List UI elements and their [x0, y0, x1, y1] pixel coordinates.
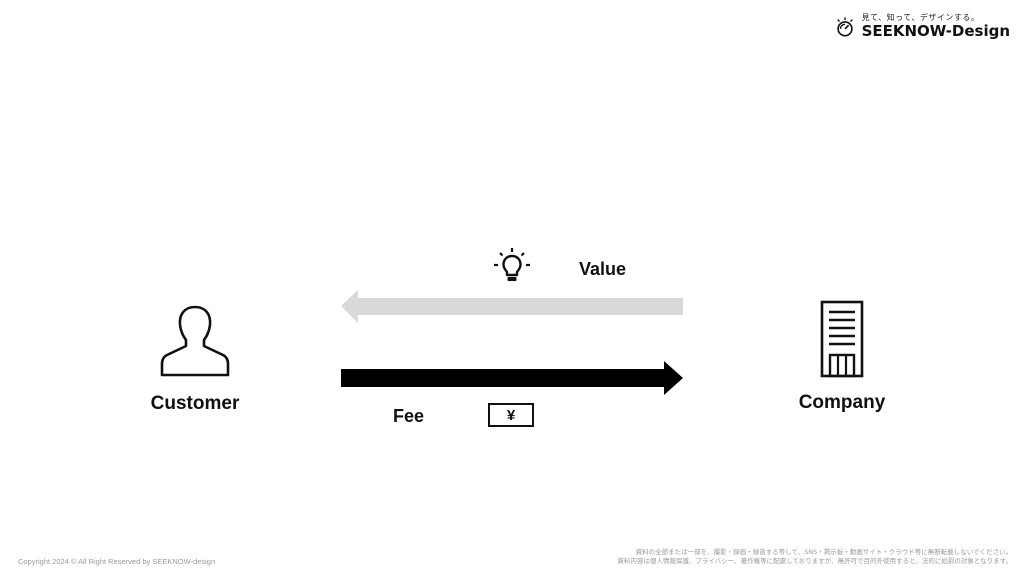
banknote-icon: ¥ — [488, 403, 534, 427]
person-icon — [160, 305, 230, 377]
brand-name: SEEKNOW-Design — [861, 22, 1010, 40]
brand-logo: 見て、知って、デザインする。 SEEKNOW-Design — [834, 14, 1010, 39]
company-label: Company — [798, 392, 886, 413]
copyright-text: Copyright 2024 © All Right Reserved by S… — [18, 557, 216, 566]
brand-tagline: 見て、知って、デザインする。 — [861, 13, 980, 22]
building-icon — [820, 300, 864, 378]
value-label: Value — [579, 259, 627, 279]
lightbulb-icon — [494, 248, 530, 281]
value-arrow — [341, 290, 683, 323]
disclaimer-line-1: 資料の全部または一部を、撮影・録画・録音する等して、SNS・掲示板・動画サイト・… — [635, 547, 1012, 556]
customer-actor: Customer — [140, 303, 250, 415]
disclaimer-text: 資料の全部または一部を、撮影・録画・録音する等して、SNS・掲示板・動画サイト・… — [617, 548, 1012, 566]
yen-symbol: ¥ — [506, 406, 516, 424]
company-actor: Company — [790, 300, 894, 414]
logo-icon — [836, 16, 853, 37]
customer-label: Customer — [150, 393, 240, 414]
fee-arrow — [341, 361, 683, 395]
disclaimer-line-2: 資料内容は個人情報保護、プライバシー、著作権等に配慮しておりますが、無許可で目的… — [617, 556, 1012, 565]
fee-label: Fee — [393, 406, 425, 426]
